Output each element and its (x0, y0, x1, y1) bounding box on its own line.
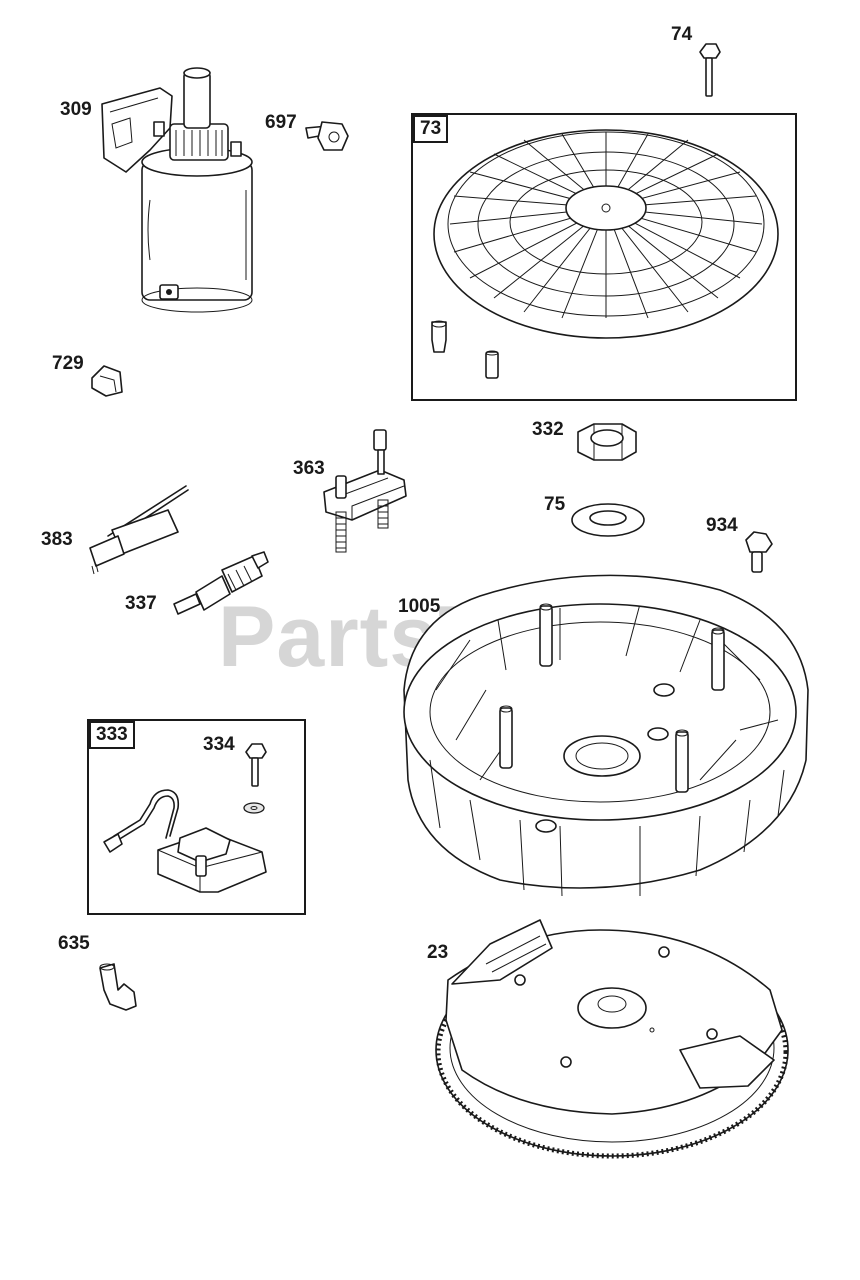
part-337-spark-plug[interactable] (173, 551, 269, 615)
part-934-bolt[interactable] (745, 531, 773, 573)
part-363-bracket[interactable] (323, 429, 407, 553)
part-1005-flywheel-fan[interactable] (403, 574, 809, 897)
callout-934[interactable]: 934 (706, 515, 738, 536)
group-box-73 (411, 113, 797, 401)
part-697-bolt[interactable] (305, 121, 349, 151)
callout-74[interactable]: 74 (671, 24, 693, 45)
callout-635[interactable]: 635 (58, 933, 90, 954)
part-635-boot[interactable] (99, 963, 137, 1011)
part-383-connector[interactable] (89, 485, 189, 575)
callout-1005[interactable]: 1005 (398, 596, 441, 617)
callout-729[interactable]: 729 (52, 353, 84, 374)
part-334-washer[interactable] (243, 802, 265, 814)
part-332-nut[interactable] (577, 423, 637, 461)
callout-75[interactable]: 75 (544, 494, 566, 515)
group-box-73-label: 73 (413, 115, 449, 143)
part-729-clip[interactable] (91, 365, 123, 397)
callout-334[interactable]: 334 (203, 734, 235, 755)
group-box-333-label: 333 (89, 721, 135, 749)
part-334-screw[interactable] (245, 743, 267, 787)
callout-697[interactable]: 697 (265, 112, 297, 133)
part-23-flywheel[interactable] (435, 919, 789, 1159)
callout-383[interactable]: 383 (41, 529, 73, 550)
part-309-starter-motor[interactable] (101, 67, 253, 313)
part-73-screen[interactable] (431, 129, 779, 379)
part-75-washer[interactable] (571, 503, 645, 537)
callout-363[interactable]: 363 (293, 458, 325, 479)
callout-23[interactable]: 23 (427, 942, 449, 963)
callout-337[interactable]: 337 (125, 593, 157, 614)
callout-309[interactable]: 309 (60, 99, 92, 120)
part-74-bolt[interactable] (699, 43, 721, 97)
callout-332[interactable]: 332 (532, 419, 564, 440)
part-333-armature[interactable] (103, 789, 267, 893)
group-box-333 (87, 719, 306, 915)
